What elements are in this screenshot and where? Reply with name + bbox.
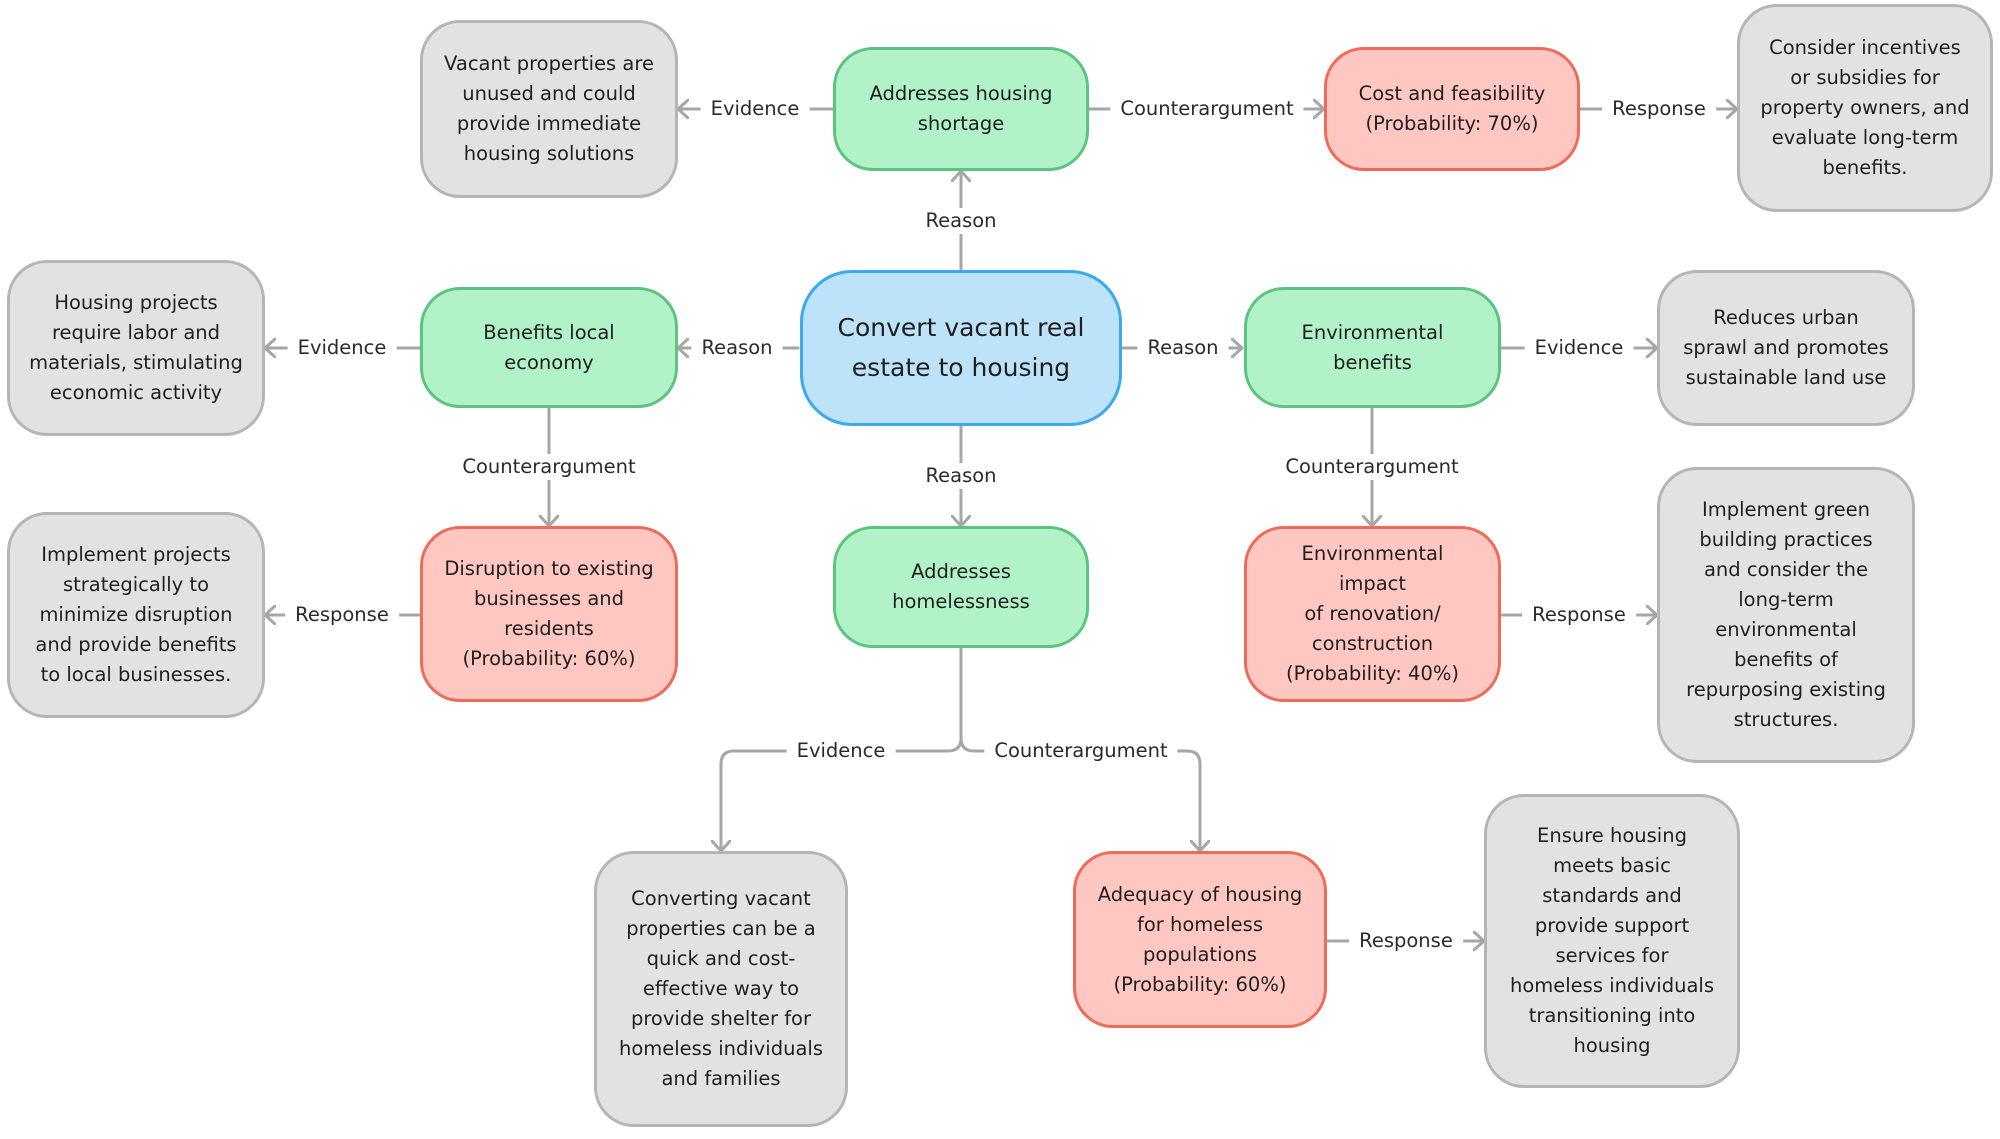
counter-cost-text: Cost and feasibility(Probability: 70%) [1358, 82, 1546, 135]
edge-label-evidence-environment: Evidence [1524, 335, 1634, 361]
edge-label-counter-environment: Counterargument [1275, 454, 1469, 480]
edge-label-reason-top: Reason [915, 208, 1007, 234]
edge-label-counter-homelessness: Counterargument [984, 738, 1178, 764]
edge-label-reason-right: Reason [1137, 335, 1229, 361]
edge-label-response-cost: Response [1602, 96, 1716, 122]
edge-label-counter-housing: Counterargument [1110, 96, 1304, 122]
edge-label-reason-left: Reason [691, 335, 783, 361]
edge-label-counter-economy: Counterargument [452, 454, 646, 480]
edge-label-response-homelessness: Response [1349, 928, 1463, 954]
edge-label-response-environment: Response [1522, 602, 1636, 628]
edge-label-response-disruption: Response [285, 602, 399, 628]
edge-label-evidence-housing: Evidence [700, 96, 810, 122]
counter-cost-node[interactable]: Cost and feasibility(Probability: 70%) [1324, 47, 1580, 171]
edge-label-evidence-economy: Evidence [287, 335, 397, 361]
edge-label-evidence-homelessness: Evidence [786, 738, 896, 764]
edge-label-reason-bottom: Reason [915, 463, 1007, 489]
edge-homelessness-counter [959, 736, 1200, 853]
